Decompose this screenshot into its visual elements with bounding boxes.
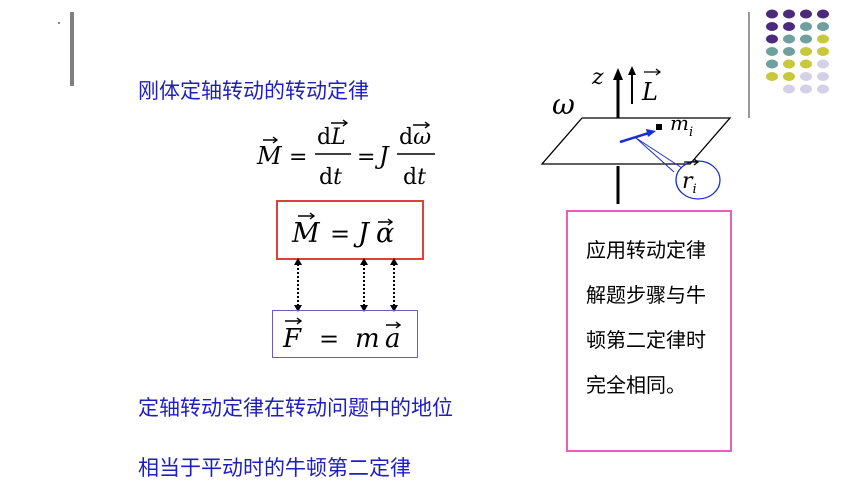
- svg-text:J: J: [353, 218, 371, 249]
- heading-position: 定轴转动定律在转动问题中的地位: [138, 396, 453, 420]
- decor-dot: [783, 47, 795, 56]
- formula-domega: dω: [399, 125, 431, 150]
- formula-dL: dL: [317, 125, 346, 150]
- rotation-diagram: z L ω mi ri: [540, 65, 732, 204]
- decor-dot: [817, 84, 829, 94]
- svg-text:M: M: [291, 218, 321, 249]
- svg-text:a: a: [385, 324, 401, 354]
- L-label: L: [641, 78, 658, 106]
- decor-dot: [783, 72, 795, 81]
- decor-dot: [783, 59, 795, 69]
- decor-dot: [766, 47, 778, 56]
- z-label: z: [591, 65, 604, 90]
- right-decorative-bar: [748, 12, 750, 118]
- m-label: mi: [670, 111, 693, 140]
- svg-text:=: =: [289, 145, 307, 170]
- decor-dot: [800, 22, 812, 31]
- rotation-plane: [540, 117, 732, 165]
- r-vector: [619, 130, 653, 144]
- formula-dt1: dt: [319, 165, 342, 190]
- decor-dot: [783, 22, 795, 31]
- decor-dot: [817, 34, 829, 44]
- decor-dot: [766, 59, 778, 69]
- formula-box-torque: M = J α: [276, 200, 424, 260]
- formula-box-force: F = m a: [272, 310, 418, 358]
- note-box: 应用转动定律解题步骤与牛顿第二定律时完全相同。: [566, 210, 732, 452]
- svg-text:m: m: [355, 324, 380, 354]
- svg-text:=: =: [330, 220, 350, 248]
- decor-dot: [800, 59, 812, 69]
- decor-dot: [783, 84, 795, 94]
- decor-dot: [800, 47, 812, 56]
- r-label-circle: [675, 160, 721, 200]
- decor-dot: [817, 9, 829, 19]
- small-mark: [58, 22, 60, 24]
- svg-text:F: F: [282, 324, 302, 354]
- decor-dot: [817, 47, 829, 56]
- heading-law: 刚体定轴转动的转动定律: [138, 79, 369, 103]
- omega-label: ω: [552, 88, 575, 121]
- decor-dot: [817, 22, 829, 31]
- decor-dot: [766, 34, 778, 44]
- decor-dot: [817, 72, 829, 81]
- decor-dot: [766, 72, 778, 81]
- decor-dot: [783, 9, 795, 19]
- note-text: 应用转动定律解题步骤与牛顿第二定律时完全相同。: [586, 238, 706, 397]
- decor-dot: [783, 34, 795, 44]
- formula-J: J: [374, 142, 390, 170]
- decor-dot: [800, 34, 812, 44]
- left-decorative-bar: [70, 12, 74, 86]
- correspondence-arrows: [294, 258, 398, 312]
- decor-dot: [817, 59, 829, 69]
- svg-text:α: α: [376, 218, 394, 249]
- decor-dot: [766, 9, 778, 19]
- heading-equivalent: 相当于平动时的牛顿第二定律: [138, 456, 411, 480]
- r-label: ri: [682, 169, 697, 197]
- formula-main: M = dL dt = J dω dt: [255, 118, 455, 196]
- decor-dot: [800, 72, 812, 81]
- svg-text:=: =: [357, 145, 375, 170]
- mass-point: [656, 124, 662, 130]
- svg-text:=: =: [319, 325, 339, 353]
- formula-M: M: [256, 142, 283, 170]
- decorative-dots: [766, 9, 829, 94]
- decor-dot: [800, 9, 812, 19]
- formula-dt2: dt: [403, 165, 426, 190]
- decor-dot: [800, 84, 812, 94]
- decor-dot: [766, 22, 778, 31]
